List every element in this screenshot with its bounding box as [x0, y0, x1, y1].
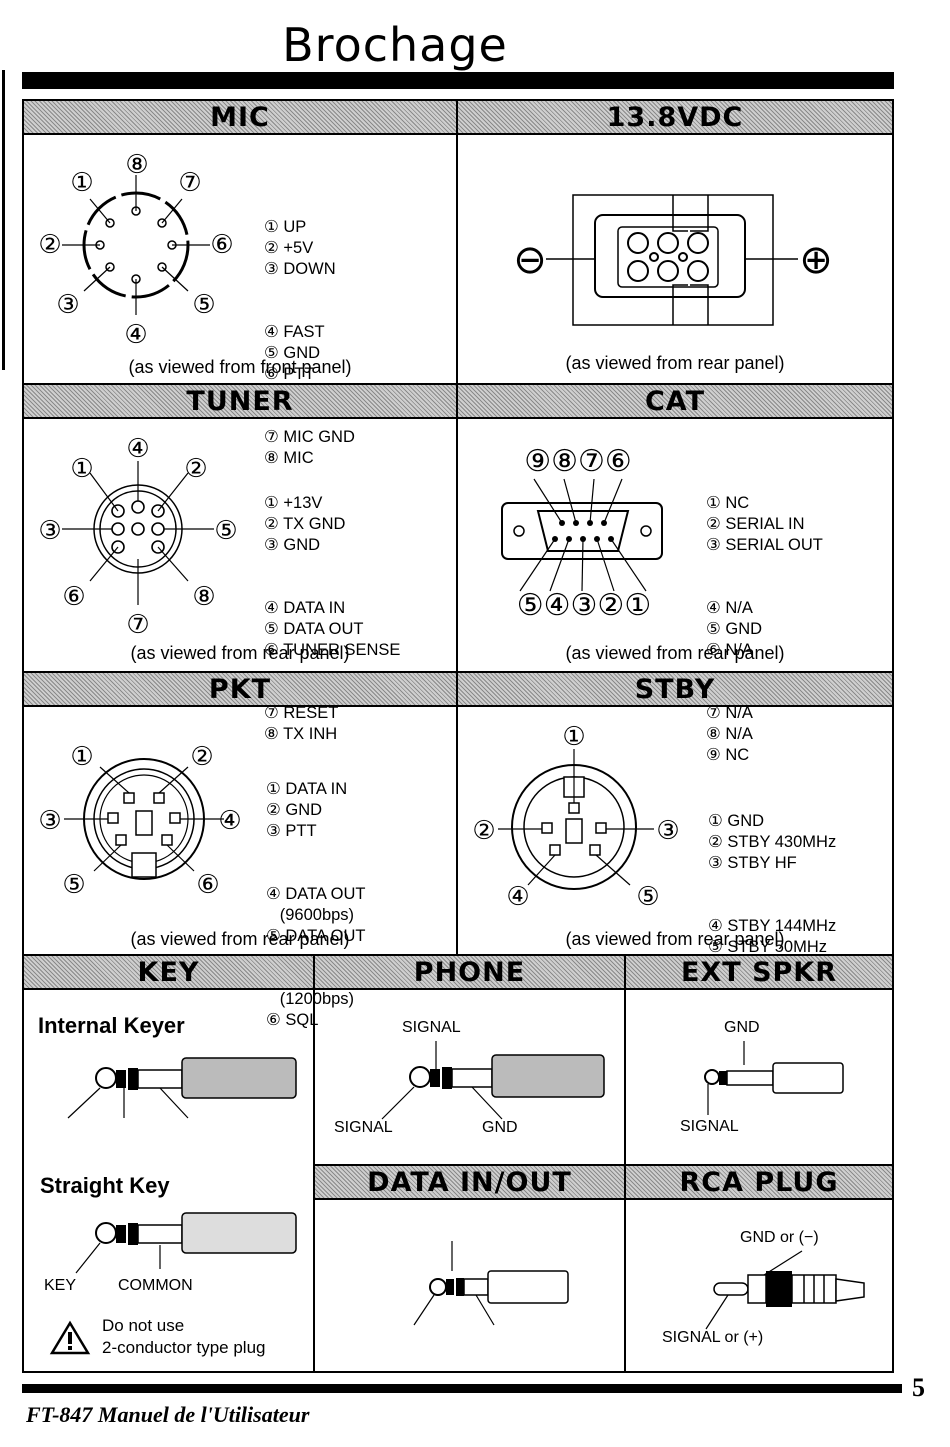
pin-number: ① — [70, 742, 93, 772]
internal-keyer-label: Internal Keyer — [38, 1013, 185, 1038]
ext-signal-label: SIGNAL — [680, 1118, 739, 1135]
pin-number: ② — [38, 230, 61, 260]
footer-title: FT-847 Manuel de l'Utilisateur — [26, 1402, 310, 1427]
divider — [24, 671, 892, 673]
common-wire-label: COMMON — [118, 1277, 193, 1294]
warning-triangle-icon — [49, 1320, 91, 1355]
pin-number: ④ — [506, 882, 529, 912]
pin-number: ① — [70, 454, 93, 484]
header-key: KEY — [24, 956, 313, 990]
header-stby: STBY — [458, 673, 892, 707]
phone-plug-diagram — [381, 1041, 605, 1120]
connector-grid: MIC 13.8VDC TUNER CAT PKT STBY KEY PHONE… — [22, 99, 894, 1373]
pin-number: ⑤ — [214, 516, 237, 546]
header-cat: CAT — [458, 385, 892, 419]
bottom-rule — [22, 1384, 902, 1393]
header-13-8vdc: 13.8VDC — [458, 101, 892, 135]
divider — [24, 954, 892, 956]
rca-gnd-label: GND or (−) — [740, 1229, 819, 1246]
pin-number: ② — [472, 816, 495, 846]
header-mic: MIC — [24, 101, 456, 135]
divider — [313, 954, 315, 1371]
pin-number: ⑥ — [62, 582, 85, 612]
pkt-caption: (as viewed from rear panel) — [130, 929, 350, 949]
internal-keyer-plug-diagram — [67, 1057, 297, 1119]
straight-key-label: Straight Key — [40, 1173, 170, 1198]
pin-number: ⑤ — [636, 882, 659, 912]
header-phone: PHONE — [315, 956, 624, 990]
dc-caption: (as viewed from rear panel) — [565, 353, 785, 373]
pin-number: ⑥ — [196, 870, 219, 900]
pin-numbers-bottom: ⑤④③②① — [517, 588, 651, 623]
warning-text-line1: Do not use — [102, 1316, 185, 1335]
pin-number: ⑦ — [178, 168, 201, 198]
ext-spkr-plug-diagram — [704, 1041, 844, 1115]
header-rca-plug: RCA PLUG — [626, 1166, 892, 1200]
divider — [624, 954, 626, 1371]
pin-number: ③ — [38, 516, 61, 546]
pin-number: ⑧ — [192, 582, 215, 612]
mic-connector-diagram: ⑧ ① ⑦ ② ⑥ ③ ⑤ ④ — [38, 150, 233, 350]
pin-number: ④ — [124, 320, 147, 350]
header-data-in-out: DATA IN/OUT — [315, 1166, 624, 1200]
pin-number: ③ — [56, 290, 79, 320]
pin-number: ② — [190, 742, 213, 772]
pin-numbers-top: ⑨⑧⑦⑥ — [524, 444, 632, 479]
tuner-caption: (as viewed from rear panel) — [130, 643, 350, 663]
page-title: Brochage — [282, 18, 508, 72]
plus-terminal-icon: ⊕ — [799, 237, 833, 283]
pin-number: ② — [184, 454, 207, 484]
header-ext-spkr: EXT SPKR — [626, 956, 892, 990]
mic-caption: (as viewed from front panel) — [128, 357, 352, 377]
pin-number: ③ — [38, 806, 61, 836]
cat-db9-connector-diagram: ⑨⑧⑦⑥ ⑤④③②① — [501, 444, 663, 623]
phone-signal-bottom-label: SIGNAL — [334, 1119, 393, 1136]
pin-number: ⑧ — [125, 150, 148, 180]
pin-number: ① — [562, 722, 585, 752]
pin-number: ③ — [656, 816, 679, 846]
tuner-connector-diagram: ④ ① ② ③ ⑤ ⑥ ⑧ ⑦ — [38, 434, 237, 640]
header-tuner: TUNER — [24, 385, 456, 419]
pin-number: ⑤ — [62, 870, 85, 900]
warning-text-line2: 2-conductor type plug — [102, 1338, 266, 1357]
cat-caption: (as viewed from rear panel) — [565, 643, 785, 663]
page-number: 5 — [912, 1373, 925, 1402]
divider — [24, 383, 892, 385]
ext-gnd-label: GND — [724, 1019, 760, 1036]
rca-plug-diagram — [705, 1250, 865, 1330]
dc-power-connector-diagram: ⊖ ⊕ — [513, 194, 833, 326]
pin-number: ① — [70, 168, 93, 198]
pkt-connector-diagram: ① ② ③ ④ ⑤ ⑥ — [38, 742, 241, 900]
top-rule — [22, 72, 894, 89]
pin-number: ④ — [126, 434, 149, 464]
header-pkt: PKT — [24, 673, 456, 707]
pin-number: ⑥ — [210, 230, 233, 260]
phone-signal-top-label: SIGNAL — [402, 1019, 461, 1036]
data-in-out-plug-diagram — [413, 1241, 569, 1326]
phone-gnd-label: GND — [482, 1119, 518, 1136]
divider — [313, 1164, 892, 1166]
key-wire-label: KEY — [44, 1277, 77, 1294]
rca-signal-label: SIGNAL or (+) — [662, 1329, 764, 1346]
straight-key-plug-diagram — [75, 1212, 297, 1274]
minus-terminal-icon: ⊖ — [513, 237, 547, 283]
stby-connector-diagram: ① ② ③ ④ ⑤ — [472, 722, 679, 912]
divider — [456, 101, 458, 956]
left-margin-mark — [2, 70, 5, 370]
pin-number: ④ — [218, 806, 241, 836]
pin-number: ⑦ — [126, 610, 149, 640]
stby-caption: (as viewed from rear panel) — [565, 929, 785, 949]
pin-number: ⑤ — [192, 290, 215, 320]
